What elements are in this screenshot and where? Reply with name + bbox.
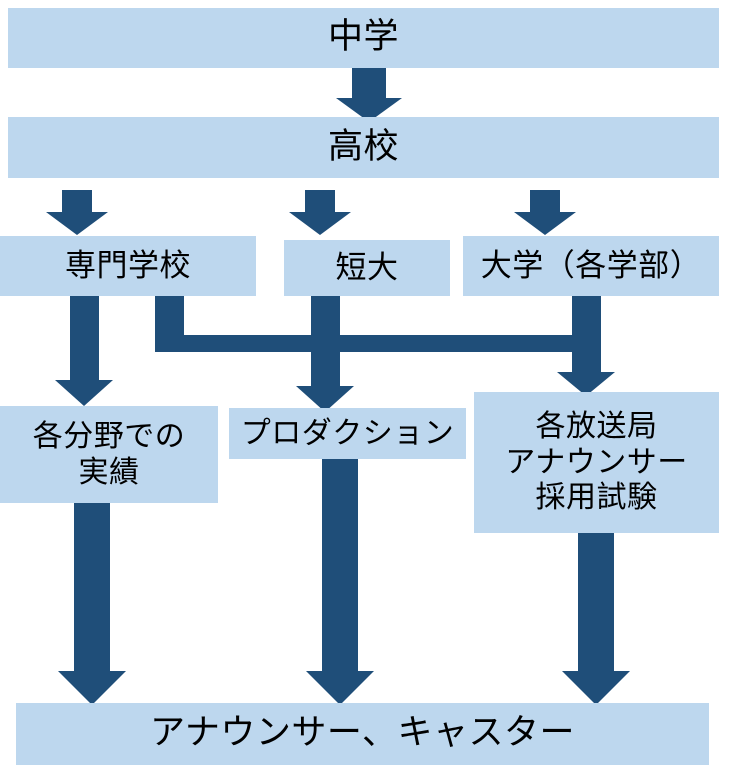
node-junior-college: 短大 (284, 240, 450, 296)
edge-university-to-broadcaster-stem (572, 296, 601, 372)
edge-high-school-to-vocational-head (46, 212, 108, 235)
edge-broadcaster-to-announcer-stem (578, 533, 614, 671)
node-high-school: 高校 (8, 117, 719, 178)
edge-junction-horizontal-bar (155, 335, 601, 352)
edge-production-to-announcer-head (306, 671, 374, 705)
edge-junior-college-to-production-head (296, 386, 354, 412)
edge-vocational-to-achievements-head (55, 380, 113, 406)
node-production: プロダクション (229, 408, 466, 459)
edge-production-to-announcer-stem (322, 459, 358, 671)
node-announcer-caster: アナウンサー、キャスター (16, 703, 709, 765)
edge-junior-high-to-high-school-stem (352, 68, 386, 98)
node-university: 大学（各学部） (463, 236, 719, 296)
node-broadcaster-exam: 各放送局 アナウンサー 採用試験 (474, 392, 719, 533)
edge-achievements-to-announcer-head (58, 671, 126, 705)
edge-junior-college-to-production-stem (311, 296, 340, 386)
edge-high-school-to-vocational-stem (62, 190, 92, 212)
node-junior-high: 中学 (8, 8, 719, 68)
edge-high-school-to-university-head (514, 212, 576, 235)
edge-high-school-to-university-stem (530, 190, 560, 212)
node-field-achievements: 各分野での 実績 (0, 406, 218, 503)
edge-vocational-to-achievements-stem (70, 296, 99, 380)
edge-high-school-to-junior-college-stem (305, 190, 335, 212)
edge-high-school-to-junior-college-head (289, 212, 351, 235)
edge-achievements-to-announcer-stem (74, 503, 110, 671)
node-vocational-school: 専門学校 (0, 236, 256, 296)
edge-broadcaster-to-announcer-head (562, 671, 630, 705)
